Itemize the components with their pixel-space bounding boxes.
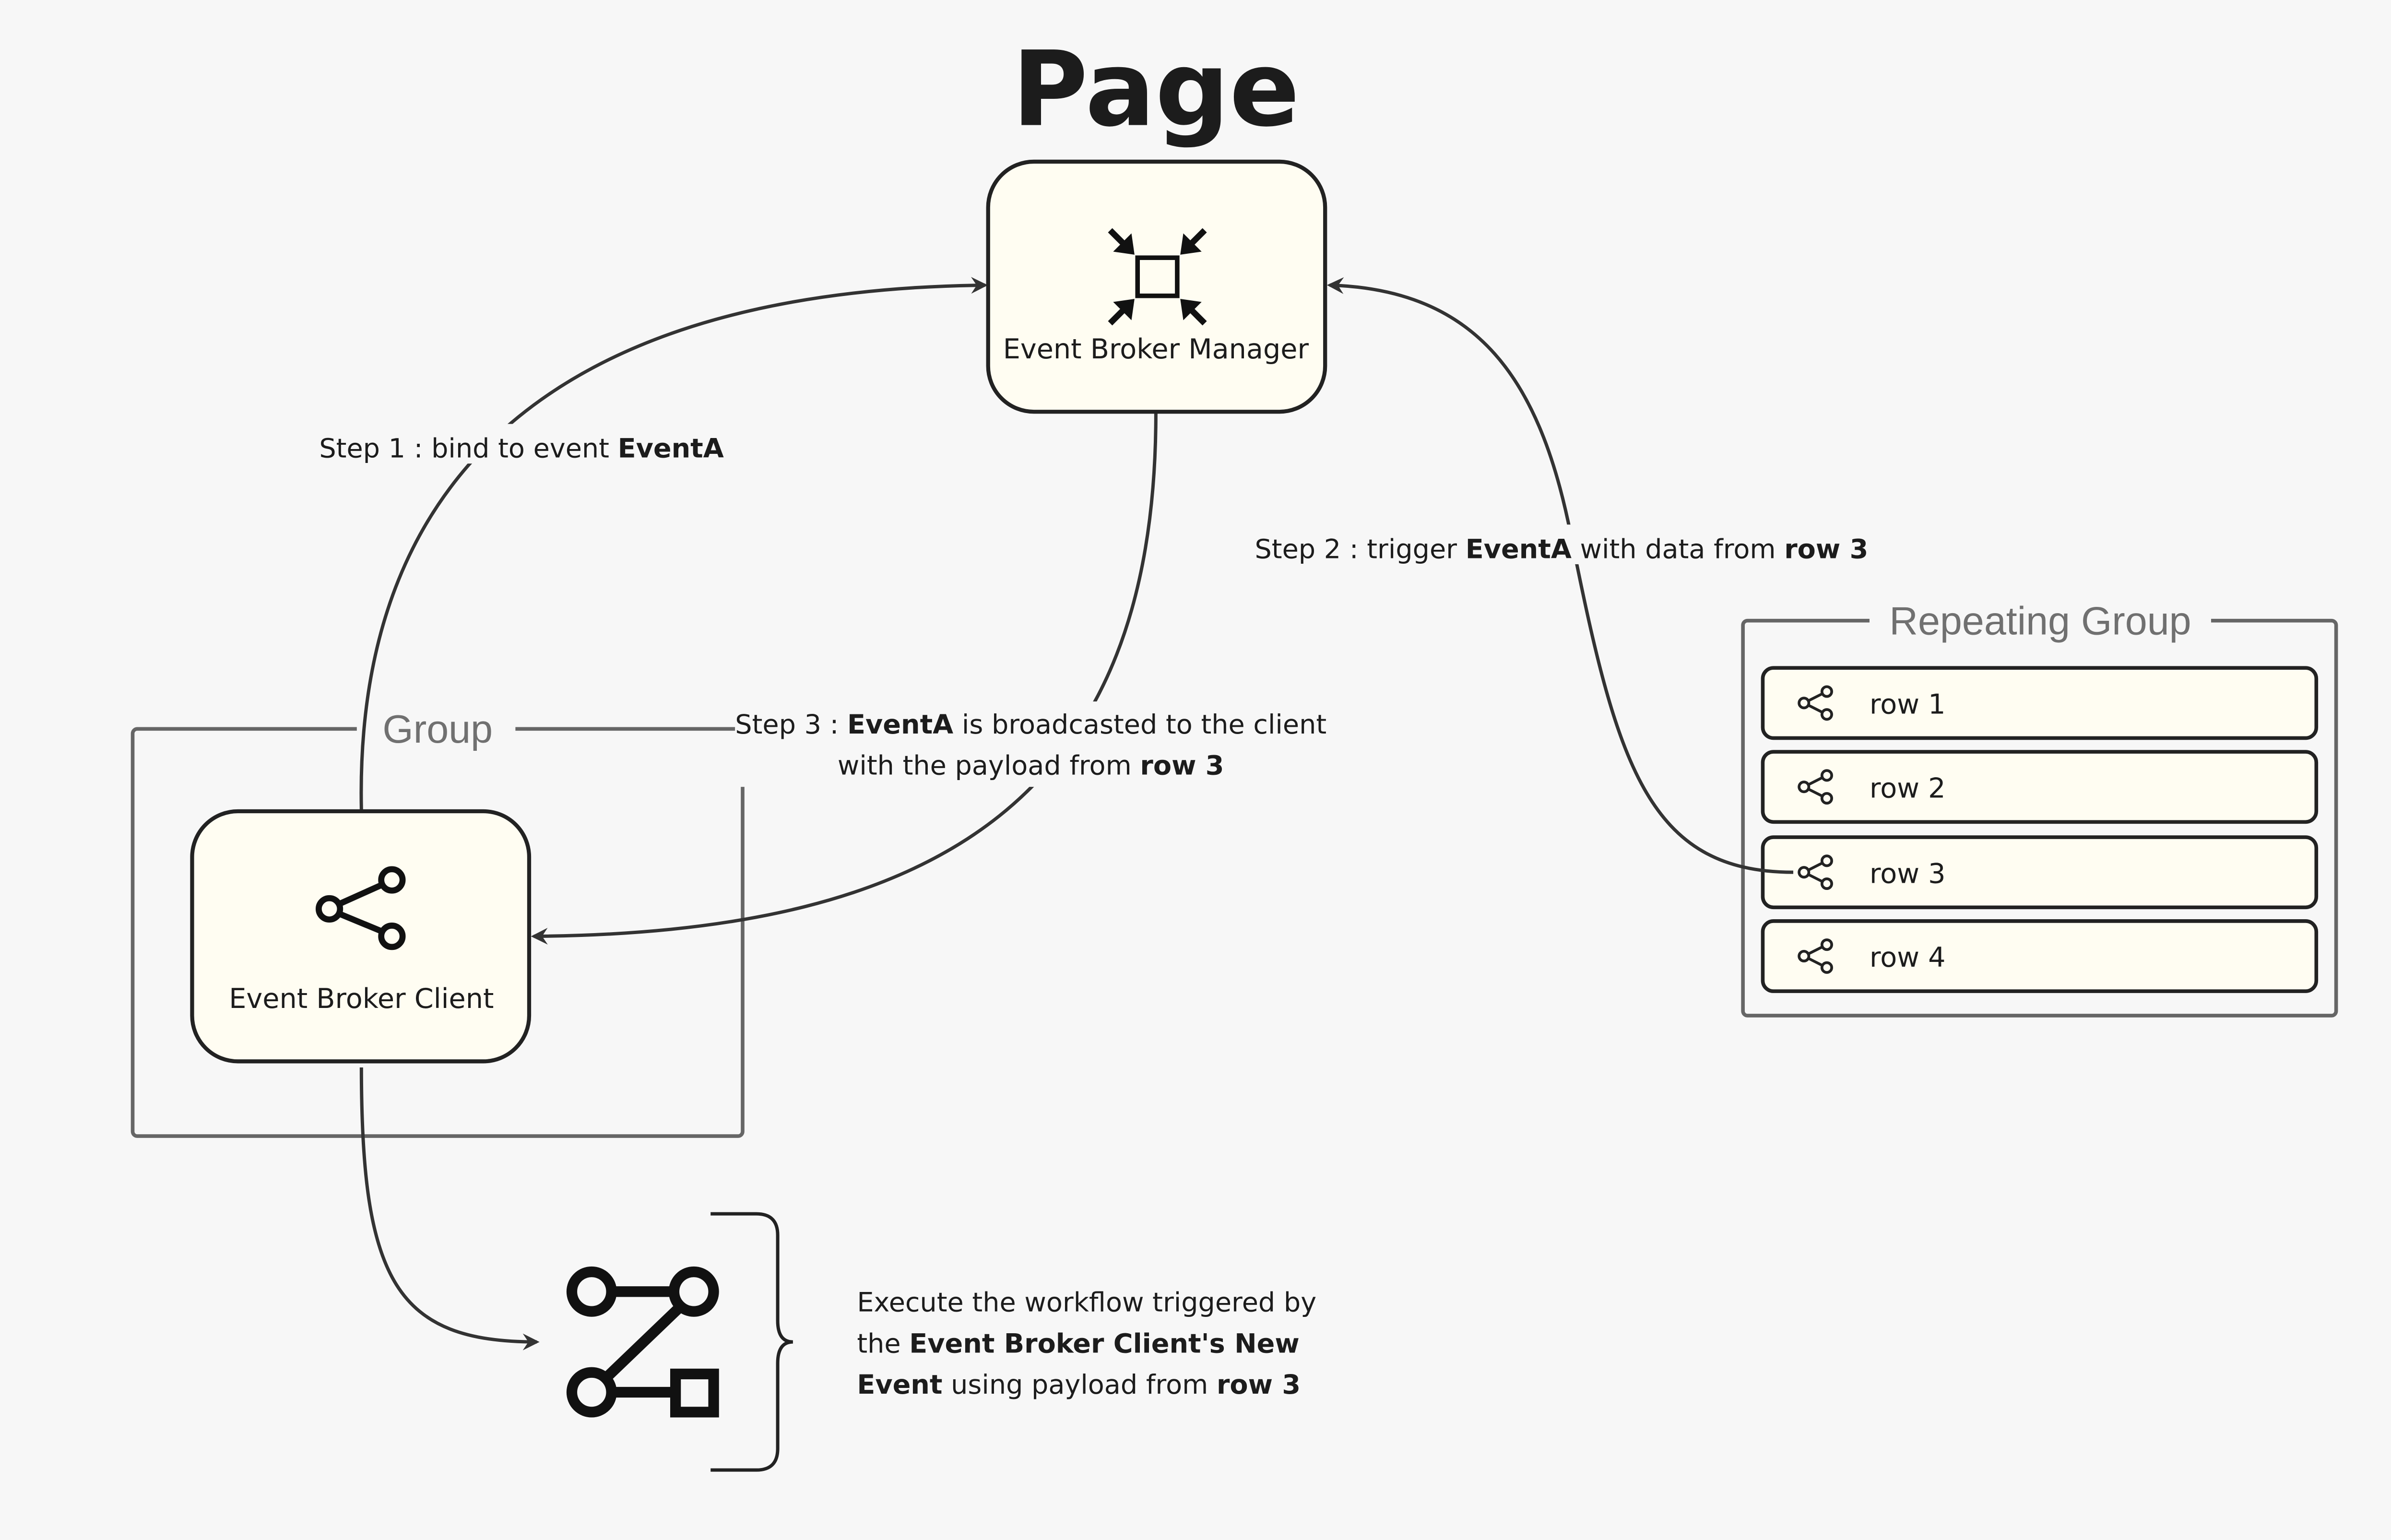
event-broker-manager-node[interactable]: Event Broker Manager: [986, 159, 1327, 414]
row-label: row 1: [1870, 689, 1946, 721]
row-label: row 3: [1870, 858, 1946, 889]
group-container: Group: [130, 704, 745, 1138]
step1-label: Step 1 : bind to event EventA: [319, 433, 723, 464]
repeating-group-row[interactable]: row 2: [1761, 750, 2319, 824]
group-label: Group: [382, 707, 493, 751]
share-icon: [315, 866, 406, 950]
workflow-icon: [566, 1266, 719, 1418]
step3-label-line1: Step 3 : EventA is broadcasted to the cl…: [735, 709, 1326, 740]
step2-label: Step 2 : trigger EventA with data from r…: [1255, 533, 1868, 565]
collapse-arrows-icon: [1108, 228, 1207, 326]
repeating-group-row[interactable]: row 4: [1761, 919, 2319, 993]
step3-label-line2: with the payload from row 3: [838, 750, 1224, 782]
workflow-note-line2: the Event Broker Client's New: [857, 1328, 1299, 1359]
brace-shape: [710, 1212, 793, 1472]
edge-step2: [1326, 277, 1794, 874]
repeating-group-label: Repeating Group: [1889, 598, 2191, 643]
row-label: row 4: [1870, 942, 1946, 973]
workflow-note-line3: Event using payload from row 3: [857, 1369, 1301, 1400]
edge-step3: [531, 413, 1158, 945]
repeating-group-container: Repeating Group row 1 row 2 row 3 row 4: [1741, 598, 2338, 1018]
event-broker-client-node[interactable]: Event Broker Client: [190, 809, 532, 1064]
event-broker-client-label: Event Broker Client: [229, 983, 494, 1015]
repeating-group-row[interactable]: row 3: [1761, 835, 2319, 910]
page-title: Page: [1012, 29, 1300, 150]
event-broker-manager-label: Event Broker Manager: [1003, 333, 1309, 365]
edge-step1: [359, 277, 988, 810]
row-label: row 2: [1870, 772, 1946, 804]
workflow-note-line1: Execute the workflow triggered by: [857, 1287, 1316, 1318]
edge-client-to-workflow: [359, 1067, 540, 1350]
repeating-group-row[interactable]: row 1: [1761, 666, 2319, 740]
